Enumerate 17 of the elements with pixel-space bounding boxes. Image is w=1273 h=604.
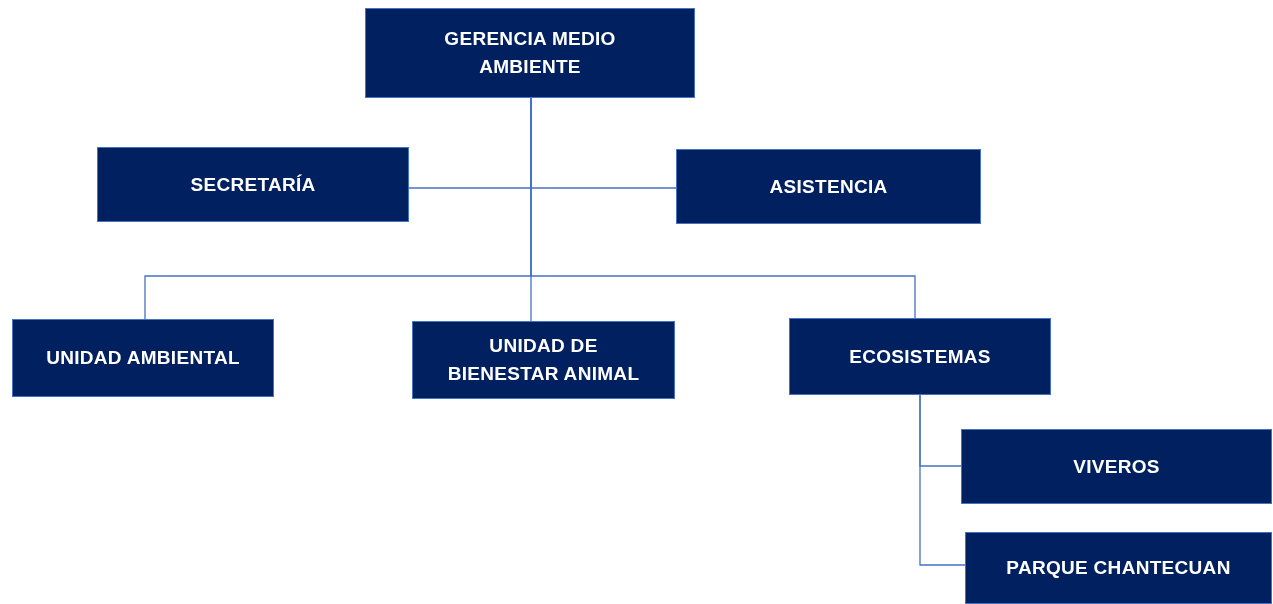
box-label: SECRETARÍA bbox=[190, 172, 316, 197]
box-label: PARQUE CHANTECUAN bbox=[1006, 556, 1231, 581]
box-label: UNIDAD AMBIENTAL bbox=[46, 346, 240, 371]
org-box bbox=[961, 429, 1272, 504]
org-box bbox=[412, 321, 675, 399]
org-box bbox=[965, 532, 1272, 604]
org-box bbox=[676, 149, 981, 224]
org-box bbox=[12, 319, 274, 397]
box-label: ECOSISTEMAS bbox=[849, 344, 991, 369]
box-label: ASISTENCIA bbox=[769, 174, 888, 199]
org-box bbox=[365, 8, 695, 98]
box-label: UNIDAD DE BIENESTAR ANIMAL bbox=[446, 334, 641, 386]
org-box bbox=[97, 147, 409, 222]
box-label: VIVEROS bbox=[1073, 454, 1160, 479]
org-box bbox=[789, 318, 1051, 395]
connector-line bbox=[919, 394, 966, 566]
box-label: GERENCIA MEDIO AMBIENTE bbox=[443, 27, 617, 79]
